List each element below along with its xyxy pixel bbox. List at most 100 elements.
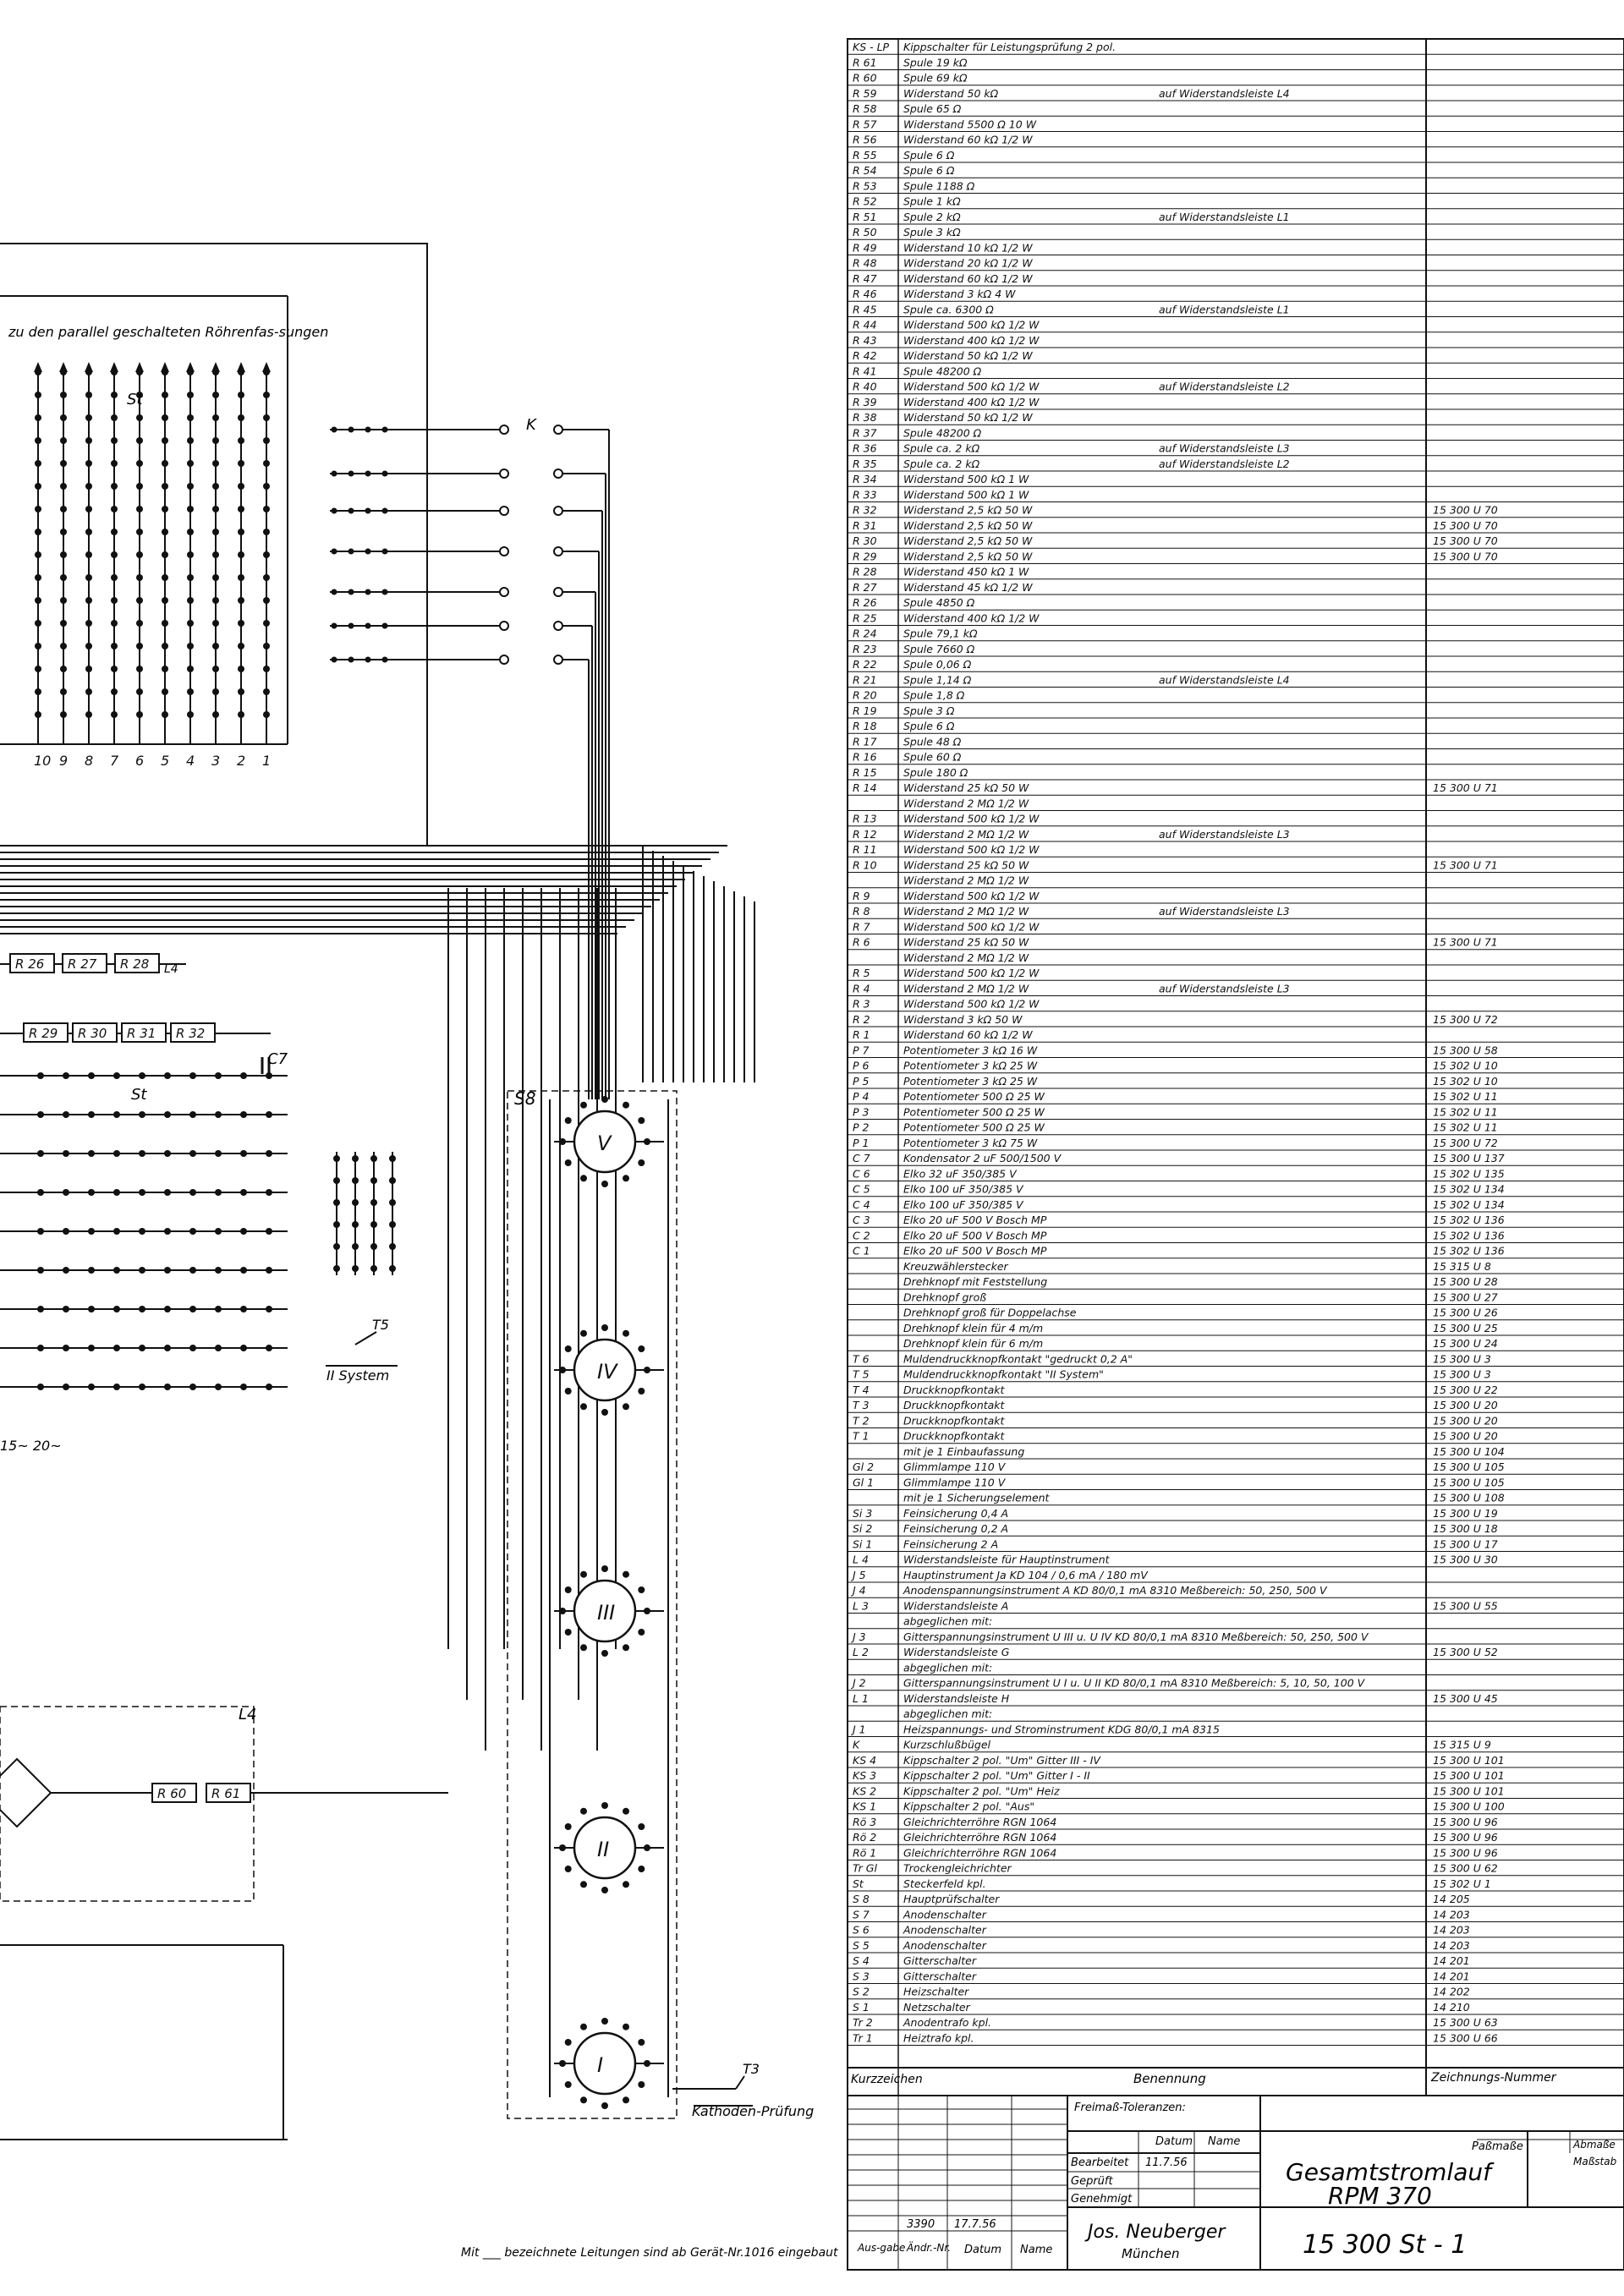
table-cell-ref: R 46 bbox=[853, 288, 877, 300]
name2-label: Name bbox=[1020, 2244, 1052, 2256]
table-cell-ref: KS 4 bbox=[853, 1754, 876, 1767]
table-cell-ref: R 30 bbox=[853, 534, 877, 547]
socket-pin-dot bbox=[60, 688, 67, 695]
table-cell-desc: Widerstandsleiste für Hauptinstrument bbox=[903, 1553, 1111, 1566]
socket-pin-dot bbox=[187, 506, 194, 512]
rotary-switch-contact bbox=[638, 1345, 645, 1352]
table-cell-desc: Widerstand 500 kΩ 1/2 W bbox=[903, 998, 1040, 1011]
rotary-switch-contact bbox=[623, 1101, 629, 1109]
table-cell-number: 15 300 U 18 bbox=[1433, 1522, 1498, 1535]
socket-pin-dot bbox=[162, 643, 168, 649]
table-cell-number: 14 203 bbox=[1433, 1924, 1470, 1937]
socket-pin-dot bbox=[263, 643, 270, 649]
socket-row-dot bbox=[240, 1345, 247, 1351]
table-cell-desc: Potentiometer 500 Ω 25 W bbox=[903, 1105, 1045, 1118]
st-vertical-dot bbox=[370, 1177, 377, 1184]
table-cell-desc: Feinsicherung 0,4 A bbox=[903, 1507, 1008, 1520]
l4-label-bottom: L4 bbox=[239, 1706, 256, 1723]
table-cell-desc: Anodenspannungsinstrument A KD 80/0,1 mA… bbox=[903, 1584, 1328, 1597]
socket-pin-dot bbox=[187, 688, 194, 695]
st-vertical-dot bbox=[352, 1199, 359, 1206]
table-cell-desc: Widerstand 3 kΩ 4 W bbox=[903, 288, 1016, 300]
table-cell-desc: Gleichrichterröhre RGN 1064 bbox=[903, 1816, 1056, 1828]
socket-pin-dot bbox=[60, 529, 67, 535]
socket-pin-dot bbox=[136, 551, 143, 558]
table-cell-ref: R 21 bbox=[853, 673, 877, 686]
socket-pin-dot bbox=[238, 392, 244, 398]
table-cell-ref: R 58 bbox=[853, 102, 877, 115]
socket-row-dot bbox=[189, 1345, 196, 1351]
table-cell-ref: C 7 bbox=[853, 1152, 870, 1164]
st-vertical-dot bbox=[333, 1177, 340, 1184]
rotary-switch-contact bbox=[580, 1175, 587, 1182]
table-cell-desc: Elko 20 uF 500 V Bosch MP bbox=[903, 1214, 1047, 1226]
table-cell-desc: Hauptinstrument Ja KD 104 / 0,6 mA / 180… bbox=[903, 1569, 1149, 1581]
table-cell-number: 14 210 bbox=[1433, 2001, 1470, 2014]
socket-pin-dot bbox=[212, 620, 219, 627]
switch-contact bbox=[553, 469, 563, 479]
table-cell-ref: T 2 bbox=[853, 1414, 870, 1427]
socket-row-dot bbox=[113, 1189, 120, 1196]
socket-pin-dot bbox=[263, 529, 270, 535]
rotary-switch-contact bbox=[601, 1096, 608, 1103]
socket-pin-dot bbox=[162, 414, 168, 421]
socket-pin-dot bbox=[162, 620, 168, 627]
table-cell-ref: C 5 bbox=[853, 1183, 870, 1196]
socket-pin-dot bbox=[111, 392, 118, 398]
table-cell-desc: Drehknopf groß für Doppelachse bbox=[903, 1307, 1077, 1319]
st-vertical-dot bbox=[370, 1265, 377, 1272]
socket-pin-dot bbox=[263, 574, 270, 581]
ii-system-label: II System bbox=[326, 1367, 389, 1384]
table-cell-desc: Widerstand 500 kΩ 1/2 W bbox=[903, 920, 1040, 933]
table-cell-ref: R 40 bbox=[853, 381, 877, 393]
socket-row-dot bbox=[164, 1150, 171, 1157]
socket-row-dot bbox=[240, 1228, 247, 1235]
socket-pin-dot bbox=[263, 392, 270, 398]
socket-pin-dot bbox=[60, 506, 67, 512]
datum-label: Datum bbox=[1155, 2135, 1193, 2148]
rotary-switch-body bbox=[573, 1816, 637, 1880]
st-vertical-dot bbox=[389, 1177, 396, 1184]
socket-row-dot bbox=[215, 1189, 222, 1196]
socket-pin-dot bbox=[263, 551, 270, 558]
table-cell-ref: R 22 bbox=[853, 658, 877, 671]
socket-row-dot bbox=[113, 1306, 120, 1312]
table-cell-ref: C 4 bbox=[853, 1198, 870, 1211]
socket-row-dot bbox=[266, 1228, 272, 1235]
st-vertical-dot bbox=[333, 1221, 340, 1228]
switch-row-dot bbox=[331, 507, 337, 514]
socket-pin-dot bbox=[263, 460, 270, 467]
st-vertical-dot bbox=[389, 1265, 396, 1272]
socket-pin-dot bbox=[212, 483, 219, 490]
socket-row-dot bbox=[266, 1150, 272, 1157]
table-cell-ref: P 6 bbox=[853, 1060, 870, 1072]
socket-row-dot bbox=[266, 1111, 272, 1118]
table-cell-desc: Potentiometer 3 kΩ 75 W bbox=[903, 1137, 1038, 1149]
table-cell-number: 15 300 U 19 bbox=[1433, 1507, 1498, 1520]
table-cell-desc: Widerstand 5500 Ω 10 W bbox=[903, 118, 1037, 130]
socket-pin-dot bbox=[187, 483, 194, 490]
socket-pin-dot bbox=[162, 711, 168, 718]
table-cell-desc: Widerstand 2,5 kΩ 50 W bbox=[903, 550, 1033, 562]
socket-pin-dot bbox=[35, 643, 41, 649]
socket-row-dot bbox=[189, 1384, 196, 1390]
rotary-switch-contact bbox=[564, 2039, 572, 2046]
table-cell-desc: Widerstand 2,5 kΩ 50 W bbox=[903, 519, 1033, 532]
socket-pin-dot bbox=[60, 711, 67, 718]
table-cell-note: auf Widerstandsleiste L1 bbox=[1159, 303, 1290, 315]
table-cell-desc: Spule ca. 6300 Ω bbox=[903, 303, 994, 315]
socket-row-dot bbox=[139, 1189, 145, 1196]
socket-pin-dot bbox=[162, 551, 168, 558]
socket-pin-dot bbox=[136, 483, 143, 490]
rotary-switch-contact bbox=[580, 1807, 587, 1815]
table-cell-ref: J 4 bbox=[850, 1584, 866, 1597]
socket-row-dot bbox=[240, 1384, 247, 1390]
socket-row-dot bbox=[37, 1384, 44, 1390]
rotary-switch-contact bbox=[601, 1887, 608, 1893]
socket-row-dot bbox=[37, 1306, 44, 1312]
table-cell-number: 15 315 U 9 bbox=[1433, 1739, 1491, 1751]
table-cell-ref: R 37 bbox=[853, 426, 877, 439]
table-cell-ref: S 4 bbox=[853, 1954, 870, 1967]
socket-row-dot bbox=[88, 1150, 95, 1157]
table-cell-number: 15 300 U 20 bbox=[1433, 1399, 1498, 1411]
